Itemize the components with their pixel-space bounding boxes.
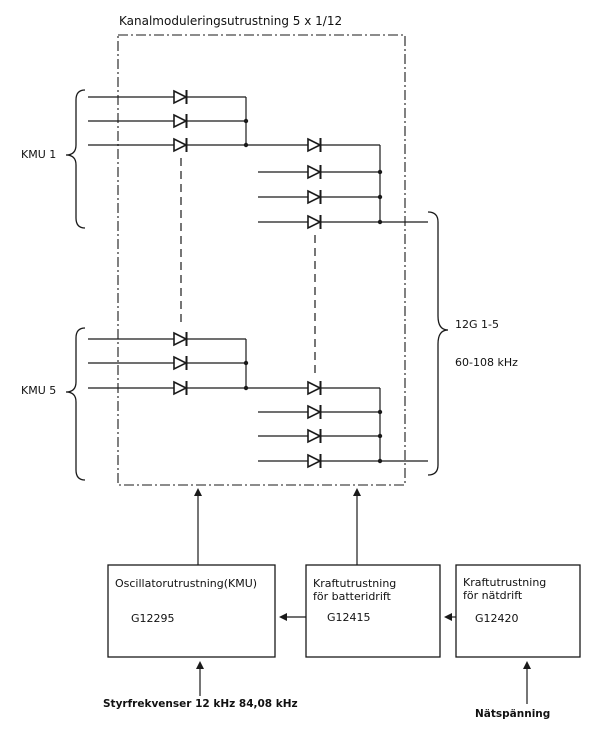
kmu5-stage1-diodes [173, 331, 188, 396]
mains-power-code: G12420 [475, 612, 519, 625]
diode-icon [307, 189, 322, 205]
equipment-frame [117, 34, 406, 486]
kmu5-label: KMU 5 [21, 384, 57, 397]
kmu1-label: KMU 1 [21, 148, 57, 161]
kmu1-stage1-lines [88, 96, 380, 146]
oscillator-name: Oscillatorutrustning(KMU) [115, 577, 258, 590]
mains-power-name-line1: Kraftutrustning [463, 576, 547, 589]
kmu1-brace [65, 89, 86, 229]
diode-icon [173, 113, 188, 129]
mains-voltage-label: Nätspänning [475, 708, 551, 720]
oscillator-box [107, 564, 276, 658]
battery-power-name: Kraftutrustning för batteridrift [313, 577, 396, 603]
mains-power-name-line2: för nätdrift [463, 589, 523, 602]
diode-icon [173, 89, 188, 105]
mains-power-box [455, 564, 581, 658]
kmu1-stage1-diodes [173, 89, 188, 153]
battery-power-box [305, 564, 441, 658]
diode-icon [307, 404, 322, 420]
diagram-title: Kanalmoduleringsutrustning 5 x 1/12 [119, 14, 343, 28]
diode-icon [173, 380, 188, 396]
control-frequencies-label: Styrfrekvenser 12 kHz 84,08 kHz [103, 698, 298, 710]
diode-icon [173, 331, 188, 347]
diode-icon [173, 355, 188, 371]
kmu5-stage2-diodes [307, 380, 322, 469]
battery-power-code: G12415 [327, 611, 371, 624]
kmu1-stage2-lines [258, 145, 428, 223]
diode-icon [307, 214, 322, 230]
diode-icon [307, 428, 322, 444]
output-group-label: 12G 1-5 [455, 318, 499, 331]
diode-icon [307, 164, 322, 180]
diode-icon [307, 380, 322, 396]
output-band-label: 60-108 kHz [455, 356, 518, 369]
diode-icon [307, 453, 322, 469]
kmu5-stage2-lines [258, 388, 428, 462]
diode-icon [173, 137, 188, 153]
kmu5-stage1-lines [88, 338, 380, 389]
mains-power-name: Kraftutrustning för nätdrift [463, 576, 546, 602]
junction-dots [243, 118, 383, 464]
diode-icon [307, 137, 322, 153]
output-brace [427, 211, 449, 476]
battery-power-name-line1: Kraftutrustning [313, 577, 397, 590]
oscillator-code: G12295 [131, 612, 175, 625]
kmu1-stage2-diodes [307, 137, 322, 230]
kmu5-brace [65, 327, 86, 481]
battery-power-name-line2: för batteridrift [313, 590, 391, 603]
